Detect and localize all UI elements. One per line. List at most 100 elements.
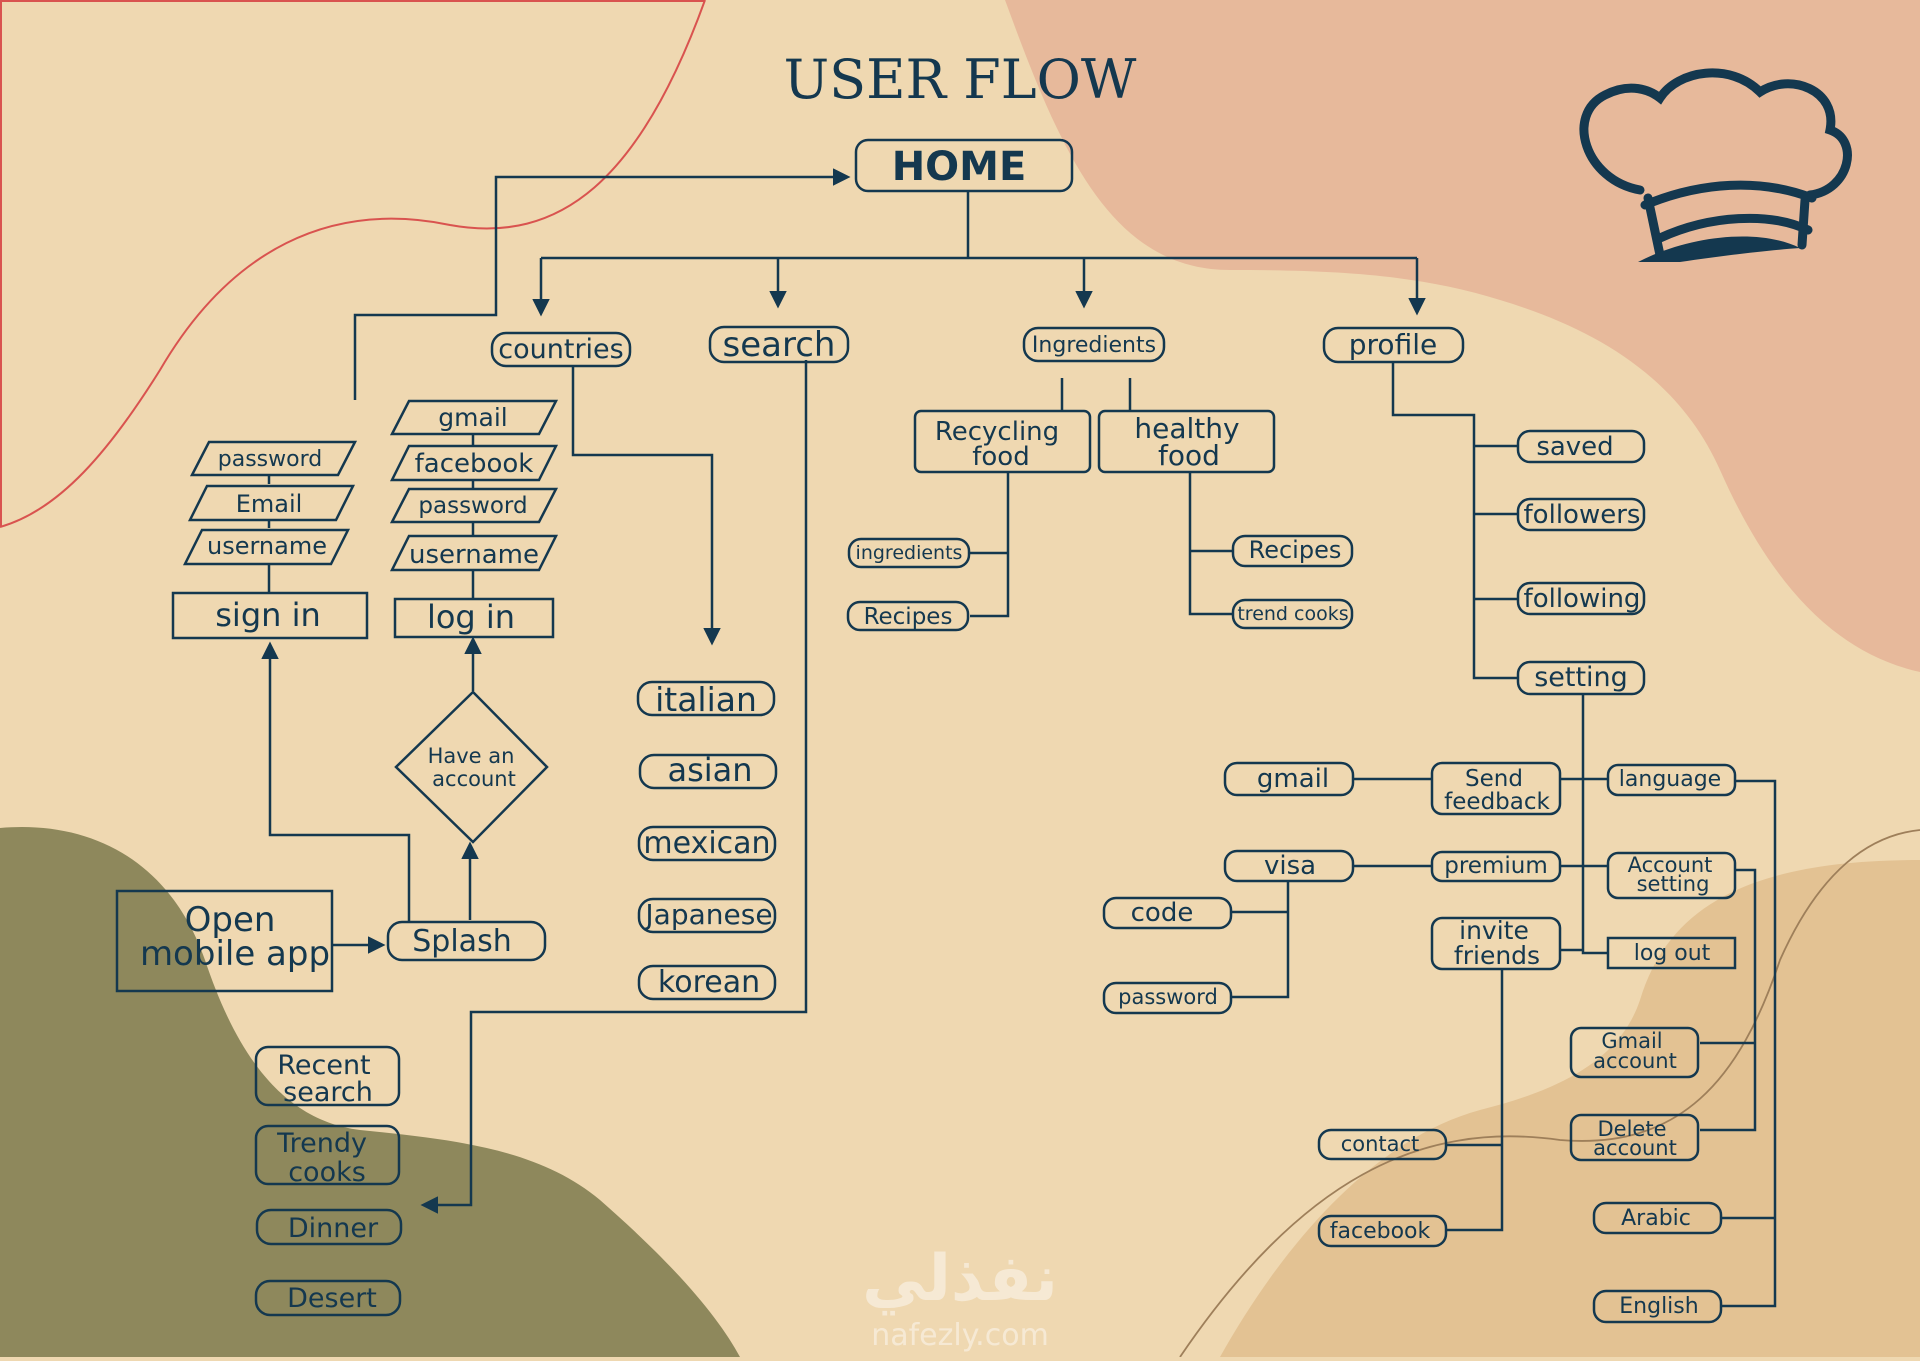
japanese-node[interactable]: Japanese bbox=[637, 897, 777, 934]
payment-password-label: password bbox=[1118, 985, 1218, 1009]
code-label: code bbox=[1131, 898, 1194, 928]
dinner-node[interactable]: Dinner bbox=[255, 1208, 403, 1246]
healthy-label-2: food bbox=[1158, 439, 1220, 472]
healthy-food-node[interactable]: healthy food bbox=[1097, 409, 1276, 474]
contact-node[interactable]: contact bbox=[1317, 1128, 1448, 1161]
have-account-decision[interactable]: Have an account bbox=[394, 690, 549, 844]
asian-node[interactable]: asian bbox=[638, 751, 778, 790]
code-node[interactable]: code bbox=[1102, 896, 1233, 930]
following-node[interactable]: following bbox=[1516, 581, 1646, 616]
account-setting-node[interactable]: Account setting bbox=[1606, 851, 1737, 900]
desert-label: Desert bbox=[287, 1283, 377, 1314]
mexican-label: mexican bbox=[643, 826, 770, 861]
english-node[interactable]: English bbox=[1592, 1289, 1723, 1324]
sign-in-node[interactable]: sign in bbox=[171, 591, 369, 640]
asian-label: asian bbox=[667, 751, 752, 789]
recycling-ingredients-label: ingredients bbox=[856, 542, 963, 564]
send-feedback-label-1: Send bbox=[1465, 766, 1523, 792]
followers-label: followers bbox=[1524, 500, 1641, 530]
profile-node[interactable]: profile bbox=[1322, 326, 1465, 364]
korean-node[interactable]: korean bbox=[637, 964, 777, 1001]
brown-curve bbox=[1179, 829, 1920, 1358]
trendy-cooks-node[interactable]: Trendy cooks bbox=[254, 1124, 401, 1188]
login-password-label: password bbox=[418, 493, 527, 519]
following-label: following bbox=[1524, 584, 1641, 614]
mexican-node[interactable]: mexican bbox=[637, 825, 777, 862]
chef-hat-icon bbox=[1579, 68, 1852, 262]
payment-password-node[interactable]: password bbox=[1102, 981, 1233, 1015]
login-facebook-field[interactable]: facebook bbox=[389, 444, 559, 482]
home-label: HOME bbox=[892, 144, 1027, 190]
signup-email-label: Email bbox=[236, 490, 303, 518]
healthy-recipes-node[interactable]: Recipes bbox=[1231, 534, 1354, 568]
invite-friends-node[interactable]: invite friends bbox=[1430, 916, 1562, 971]
log-out-node[interactable]: log out bbox=[1606, 936, 1737, 970]
recycling-ingredients-node[interactable]: ingredients bbox=[847, 537, 971, 569]
open-mobile-app-node[interactable]: Open mobile app bbox=[115, 889, 334, 993]
signup-username-field[interactable]: username bbox=[182, 528, 351, 566]
trend-cooks-node[interactable]: trend cooks bbox=[1231, 598, 1354, 630]
invite-friends-label-2: friends bbox=[1454, 941, 1540, 970]
splash-label: Splash bbox=[412, 924, 511, 959]
korean-label: korean bbox=[658, 965, 760, 1000]
open-app-label-1: Open bbox=[185, 900, 276, 940]
account-setting-label-1: Account bbox=[1628, 853, 1713, 877]
log-in-node[interactable]: log in bbox=[393, 597, 555, 639]
login-gmail-label: gmail bbox=[438, 403, 507, 432]
login-username-label: username bbox=[409, 540, 539, 570]
arabic-node[interactable]: Arabic bbox=[1592, 1201, 1723, 1235]
recent-search-label-2: search bbox=[283, 1077, 373, 1108]
italian-node[interactable]: italian bbox=[636, 680, 776, 719]
recycling-label-1: Recycling bbox=[935, 417, 1059, 447]
desert-node[interactable]: Desert bbox=[254, 1279, 402, 1317]
delete-account-label-1: Delete bbox=[1598, 1117, 1667, 1141]
home-node[interactable]: HOME bbox=[854, 138, 1074, 193]
recycling-recipes-label: Recipes bbox=[864, 604, 953, 630]
followers-node[interactable]: followers bbox=[1516, 497, 1646, 532]
delete-account-node[interactable]: Delete account bbox=[1569, 1113, 1700, 1162]
ingredients-node[interactable]: Ingredients bbox=[1022, 326, 1166, 363]
signup-password-label: password bbox=[218, 447, 322, 472]
recycling-recipes-node[interactable]: Recipes bbox=[846, 600, 970, 632]
invite-facebook-node[interactable]: facebook bbox=[1317, 1214, 1448, 1248]
recent-search-node[interactable]: Recent search bbox=[254, 1045, 401, 1108]
visa-label: visa bbox=[1264, 851, 1316, 881]
gmail-account-label-1: Gmail bbox=[1601, 1029, 1662, 1053]
connectors bbox=[261, 168, 1777, 1308]
invite-friends-label-1: invite bbox=[1459, 916, 1529, 945]
language-label: language bbox=[1619, 767, 1721, 792]
open-app-label-2: mobile app bbox=[140, 934, 330, 974]
contact-label: contact bbox=[1341, 1132, 1420, 1156]
countries-node[interactable]: countries bbox=[490, 331, 632, 368]
saved-node[interactable]: saved bbox=[1516, 429, 1646, 464]
signup-email-field[interactable]: Email bbox=[187, 484, 356, 522]
gmail-account-node[interactable]: Gmail account bbox=[1569, 1026, 1700, 1079]
signup-password-field[interactable]: password bbox=[189, 440, 358, 477]
recycling-food-node[interactable]: Recycling food bbox=[913, 409, 1092, 474]
gmail-account-label-2: account bbox=[1593, 1049, 1677, 1073]
feedback-gmail-node[interactable]: gmail bbox=[1223, 761, 1355, 797]
watermark: نفذلي nafezly.com bbox=[862, 1242, 1058, 1353]
recycling-label-2: food bbox=[972, 442, 1029, 472]
send-feedback-node[interactable]: Send feedback bbox=[1430, 761, 1562, 816]
login-gmail-field[interactable]: gmail bbox=[389, 399, 559, 436]
setting-node[interactable]: setting bbox=[1516, 660, 1646, 696]
login-password-field[interactable]: password bbox=[389, 487, 559, 524]
login-username-field[interactable]: username bbox=[389, 534, 559, 572]
splash-node[interactable]: Splash bbox=[386, 920, 547, 962]
saved-label: saved bbox=[1536, 432, 1613, 462]
search-node[interactable]: search bbox=[708, 325, 850, 365]
watermark-latin: nafezly.com bbox=[871, 1318, 1049, 1353]
signup-username-label: username bbox=[207, 532, 327, 560]
search-label: search bbox=[723, 325, 836, 365]
language-node[interactable]: language bbox=[1606, 763, 1737, 797]
premium-node[interactable]: premium bbox=[1430, 850, 1562, 883]
trendy-cooks-label-1: Trendy bbox=[276, 1128, 367, 1159]
visa-node[interactable]: visa bbox=[1223, 849, 1355, 883]
dinner-label: Dinner bbox=[288, 1213, 379, 1244]
healthy-recipes-label: Recipes bbox=[1249, 536, 1342, 564]
login-facebook-label: facebook bbox=[415, 449, 534, 479]
delete-account-label-2: account bbox=[1593, 1136, 1677, 1160]
trend-cooks-label: trend cooks bbox=[1237, 603, 1348, 625]
